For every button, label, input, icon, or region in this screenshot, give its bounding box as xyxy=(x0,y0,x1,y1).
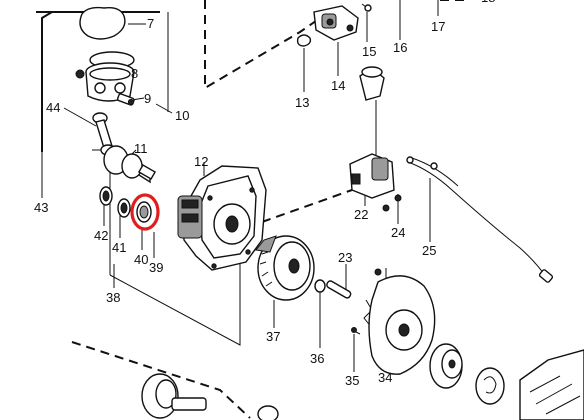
label-9: 9 xyxy=(144,91,151,106)
label-12: 12 xyxy=(194,154,208,169)
label-36: 36 xyxy=(310,351,324,366)
part-pulley xyxy=(429,343,463,389)
label-37: 37 xyxy=(266,329,280,344)
part-7-gasket xyxy=(79,6,126,40)
part-cover-fragment xyxy=(519,349,584,420)
label-44: 44 xyxy=(46,100,60,115)
part-22-module xyxy=(349,153,395,199)
part-36-washer xyxy=(314,279,326,293)
part-labels: 7 8 9 10 44 11 12 13 14 15 16 17 18 22 2… xyxy=(34,0,495,388)
dashed-boundaries xyxy=(71,0,470,419)
label-42: 42 xyxy=(94,228,108,243)
part-12-crankcase xyxy=(177,165,267,271)
label-39: 39 xyxy=(149,260,163,275)
part-42-bearing xyxy=(99,186,113,206)
part-9-wrist-pin xyxy=(75,69,135,106)
label-43: 43 xyxy=(34,200,48,215)
part-24-screws xyxy=(382,194,402,212)
label-8: 8 xyxy=(131,66,138,81)
part-40-seal xyxy=(136,201,152,223)
label-23: 23 xyxy=(338,250,352,265)
label-7: 7 xyxy=(147,16,154,31)
part-25-wire xyxy=(406,156,554,283)
label-22: 22 xyxy=(354,207,368,222)
part-13-o-ring xyxy=(296,34,312,47)
label-10: 10 xyxy=(175,108,189,123)
label-18: 18 xyxy=(481,0,495,5)
part-15-screw xyxy=(361,3,372,12)
label-41: 41 xyxy=(112,240,126,255)
label-35: 35 xyxy=(345,373,359,388)
label-16: 16 xyxy=(393,40,407,55)
part-11-crankshaft xyxy=(103,145,157,184)
part-recoil-spring xyxy=(475,367,505,405)
label-13: 13 xyxy=(295,95,309,110)
part-41-seal xyxy=(117,198,131,218)
label-17: 17 xyxy=(431,19,445,34)
label-34: 34 xyxy=(378,370,392,385)
part-35-pin xyxy=(351,299,373,335)
label-25: 25 xyxy=(422,243,436,258)
label-11: 11 xyxy=(134,141,148,156)
part-8-piston-rings xyxy=(85,51,135,102)
part-37-flywheel xyxy=(255,235,315,301)
label-24: 24 xyxy=(391,225,405,240)
part-spark-boot xyxy=(359,66,385,101)
part-34-starter-housing xyxy=(368,268,436,375)
label-40: 40 xyxy=(134,252,148,267)
label-15: 15 xyxy=(362,44,376,59)
label-14: 14 xyxy=(331,78,345,93)
part-23-pin xyxy=(326,280,352,299)
highlight-circle xyxy=(130,193,160,231)
label-38: 38 xyxy=(106,290,120,305)
part-clutch-fragment xyxy=(141,373,279,420)
part-14-coil xyxy=(313,5,359,41)
